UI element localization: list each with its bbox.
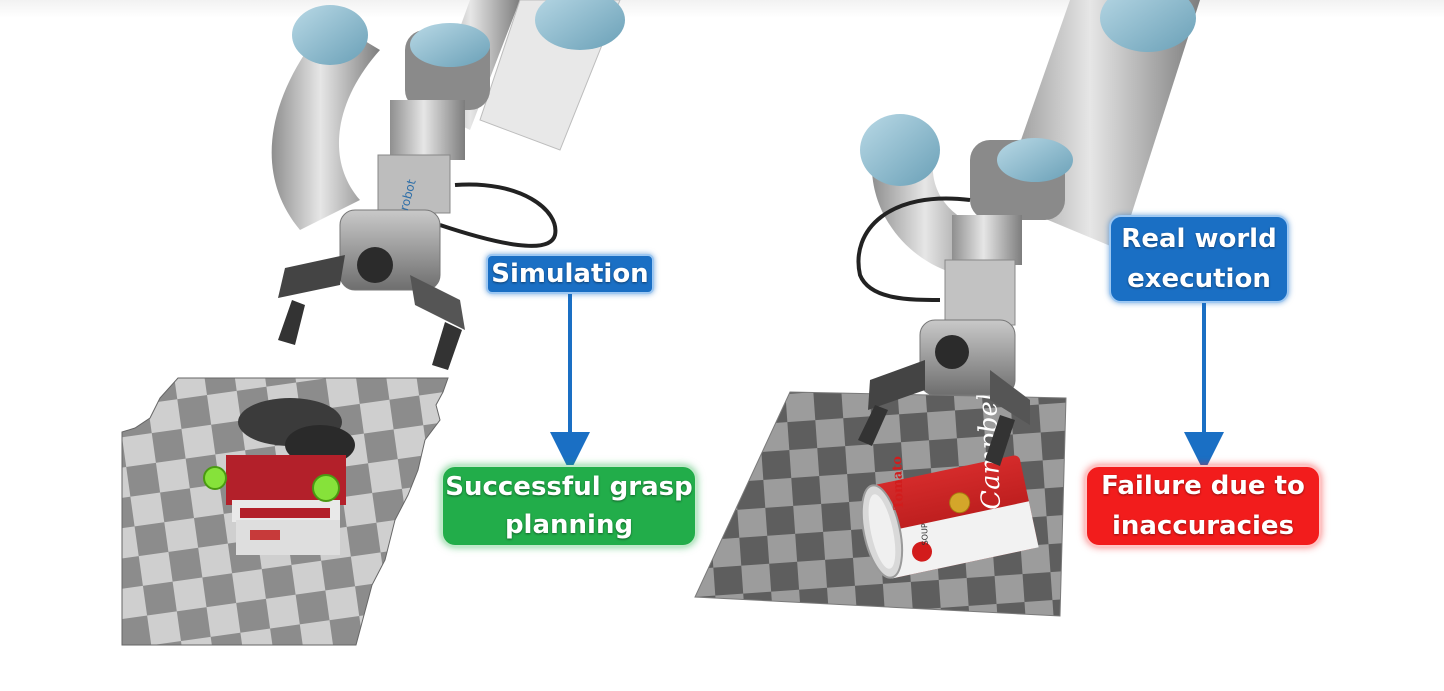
can-variety-text: Tomato — [890, 456, 907, 511]
soup-can: Campbell's Tomato SOUP — [860, 363, 1039, 579]
real-world-label: Real world execution — [1109, 215, 1289, 303]
simulation-label-text: Simulation — [491, 259, 649, 289]
failure-label-line-1: Failure due to — [1101, 471, 1305, 501]
failure-label-line-2: inaccuracies — [1111, 511, 1295, 541]
real-world-label-line-2: execution — [1127, 264, 1271, 294]
success-label: Successful grasp planning — [441, 465, 697, 547]
real-world-label-line-1: Real world — [1121, 224, 1277, 254]
grasp-point-markers — [203, 466, 340, 502]
failure-label: Failure due to inaccuracies — [1085, 465, 1321, 547]
success-label-line-2: planning — [504, 510, 634, 540]
sim-pointcloud-can — [226, 398, 355, 555]
right-robot-arm — [856, 0, 1200, 466]
can-soup-text: SOUP — [920, 523, 930, 546]
success-label-line-1: Successful grasp — [445, 472, 693, 502]
left-robot-arm — [271, 0, 625, 370]
simulation-label: Simulation — [486, 254, 654, 294]
